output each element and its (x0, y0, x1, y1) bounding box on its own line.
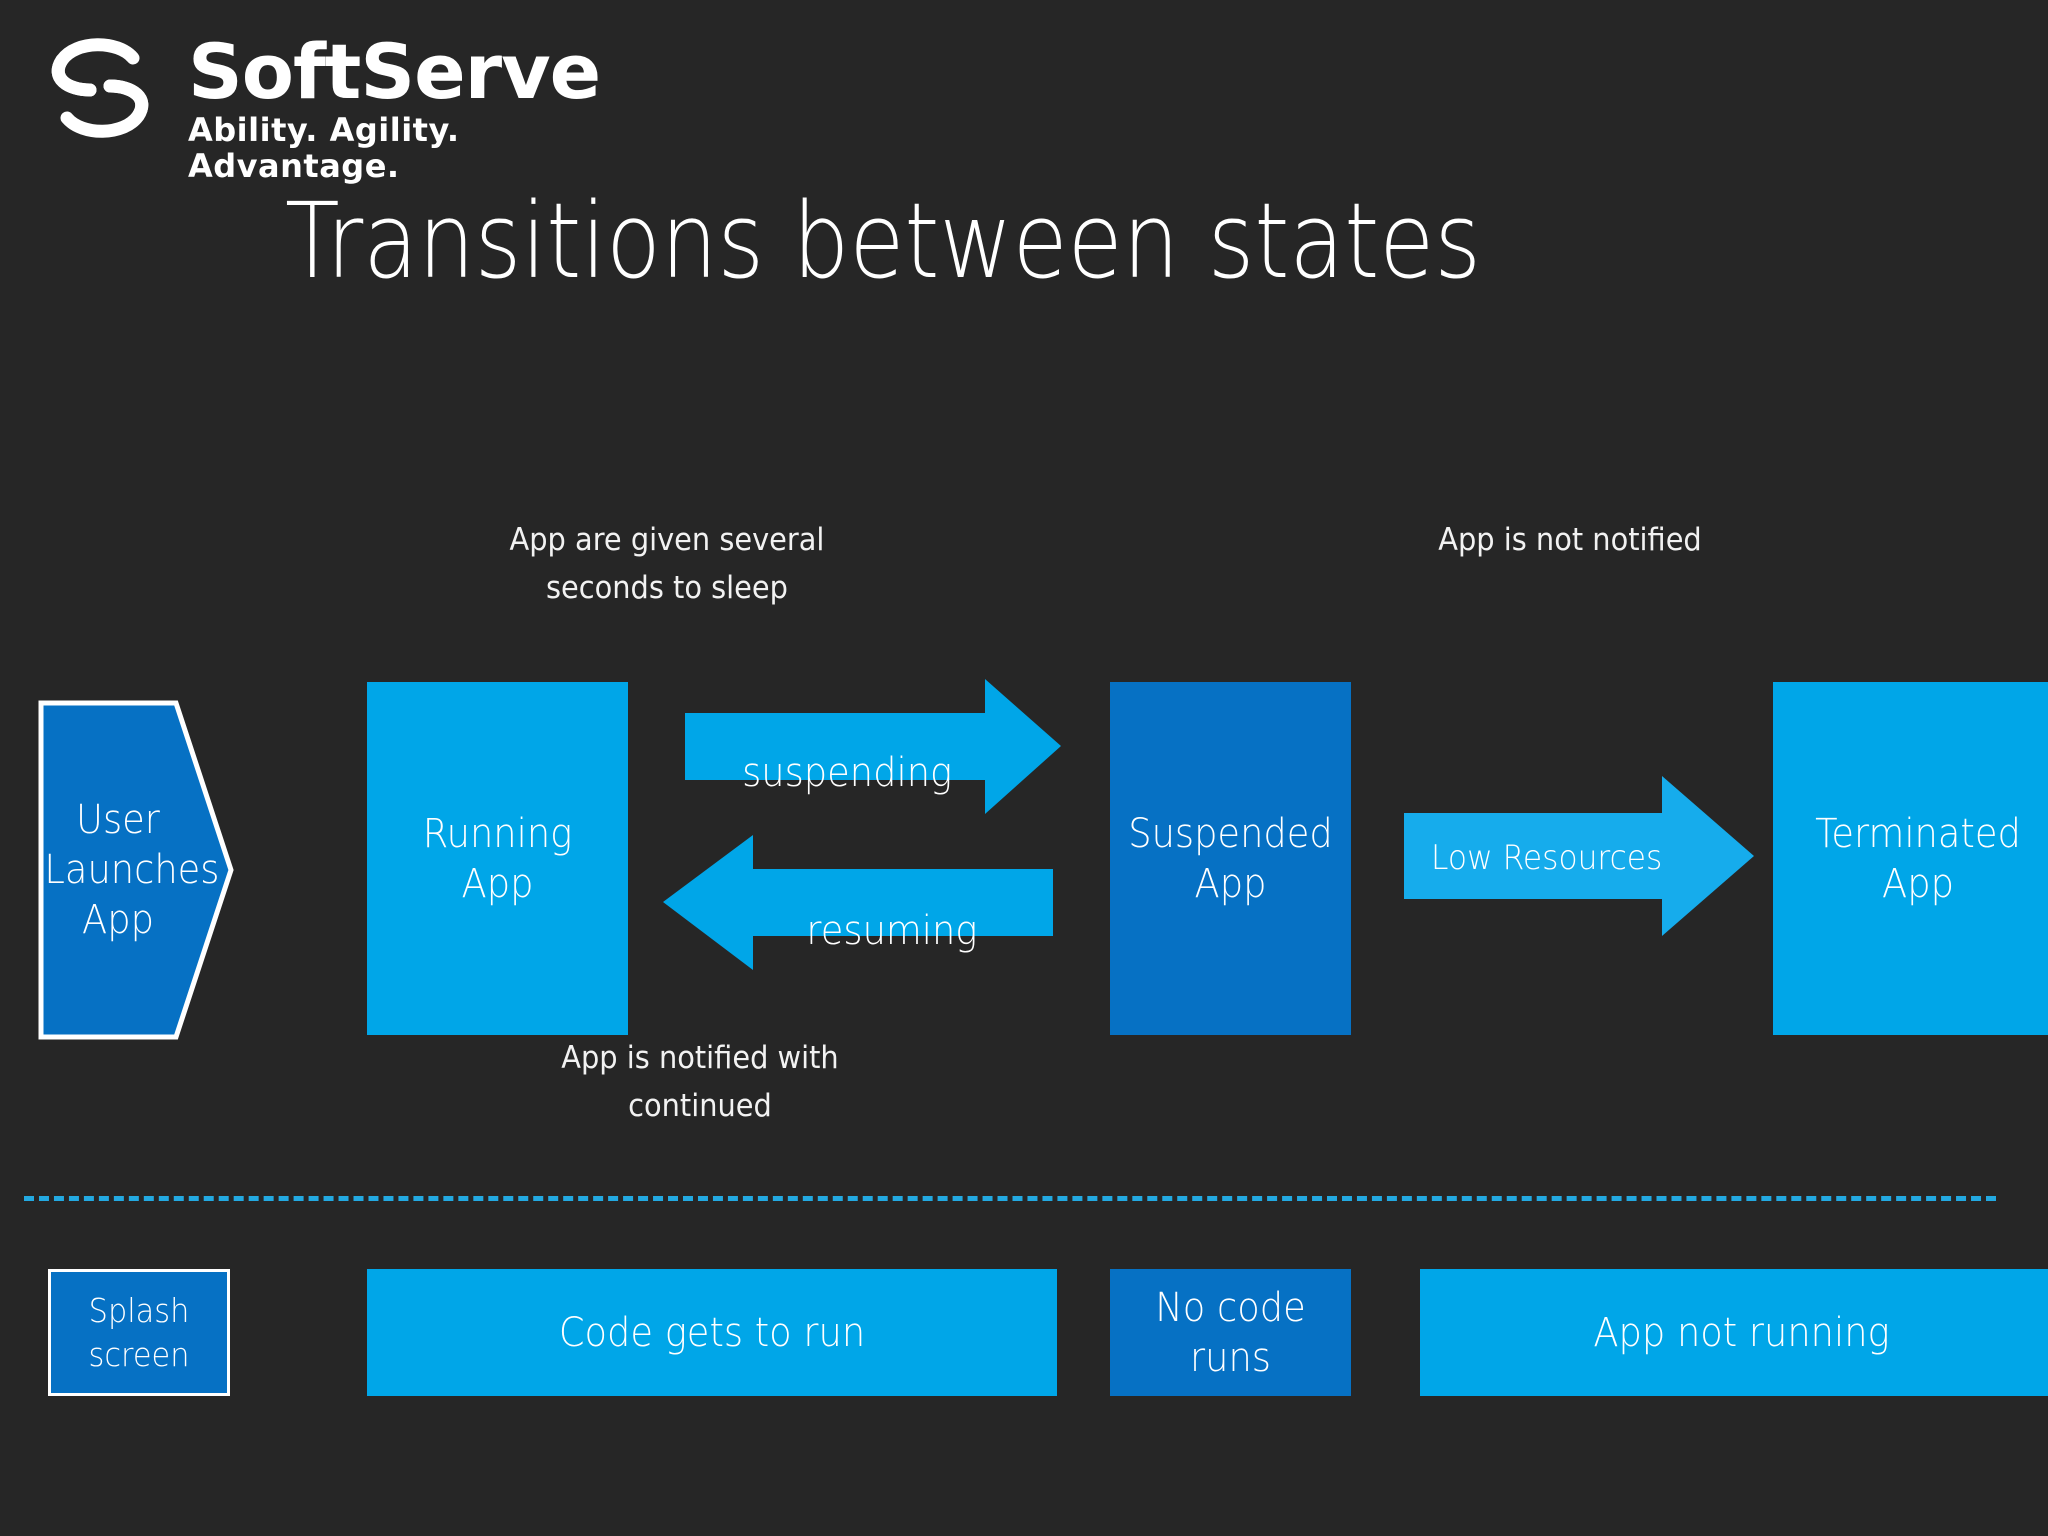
logo-tagline: Ability. Agility. Advantage. (188, 111, 460, 185)
transition-label-resuming: resuming (806, 908, 978, 954)
right-arrow-icon (685, 679, 1061, 814)
state-label-user-launches-app: User Launches App (44, 797, 220, 943)
state-suspended-app[interactable]: Suspended App (1110, 682, 1351, 1035)
lifecycle-no-code-runs[interactable]: No code runs (1110, 1269, 1351, 1396)
annotation-resume-note: App is notified with continued (561, 1040, 839, 1124)
transition-label-low-resources: Low Resources (1431, 838, 1663, 878)
state-running-app[interactable]: Running App (367, 682, 628, 1035)
transition-suspending[interactable] (685, 679, 1061, 814)
lifecycle-label-app-not-running: App not running (1593, 1309, 1890, 1356)
lifecycle-label-code-gets-to-run: Code gets to run (558, 1309, 866, 1356)
right-arrow-icon (1404, 776, 1754, 936)
transition-resuming[interactable] (663, 835, 1053, 970)
pentagon-shape-icon (38, 700, 234, 1040)
state-label-running-app: Running App (422, 810, 573, 907)
page-title: Transitions between states (285, 180, 1481, 302)
logo-wordmark: SoftServe (188, 27, 601, 116)
softserve-swirl-icon (51, 38, 149, 138)
state-user-launches-app[interactable]: User Launches App (38, 700, 234, 1040)
annotation-terminate-note: App is not notified (1438, 522, 1702, 558)
lifecycle-label-no-code-runs: No code runs (1155, 1284, 1306, 1381)
lifecycle-code-gets-to-run[interactable]: Code gets to run (367, 1269, 1057, 1396)
logo-wordmark-wrap: SoftServe Ability. Agility. Advantage. (188, 27, 640, 185)
state-label-terminated-app: Terminated App (1815, 810, 2021, 907)
softserve-logo: SoftServe Ability. Agility. Advantage. (40, 28, 640, 184)
annotation-suspend-note: App are given several seconds to sleep (509, 522, 825, 606)
state-terminated-app[interactable]: Terminated App (1773, 682, 2048, 1035)
left-arrow-icon (663, 835, 1053, 970)
state-label-suspended-app: Suspended App (1128, 810, 1333, 907)
transition-low-resources[interactable] (1404, 776, 1754, 936)
transition-label-suspending: suspending (742, 750, 953, 796)
lifecycle-app-not-running[interactable]: App not running (1420, 1269, 2048, 1396)
lifecycle-splash-screen[interactable]: Splash screen (48, 1269, 230, 1396)
section-divider (24, 1196, 1996, 1201)
lifecycle-label-splash-screen: Splash screen (88, 1290, 190, 1374)
